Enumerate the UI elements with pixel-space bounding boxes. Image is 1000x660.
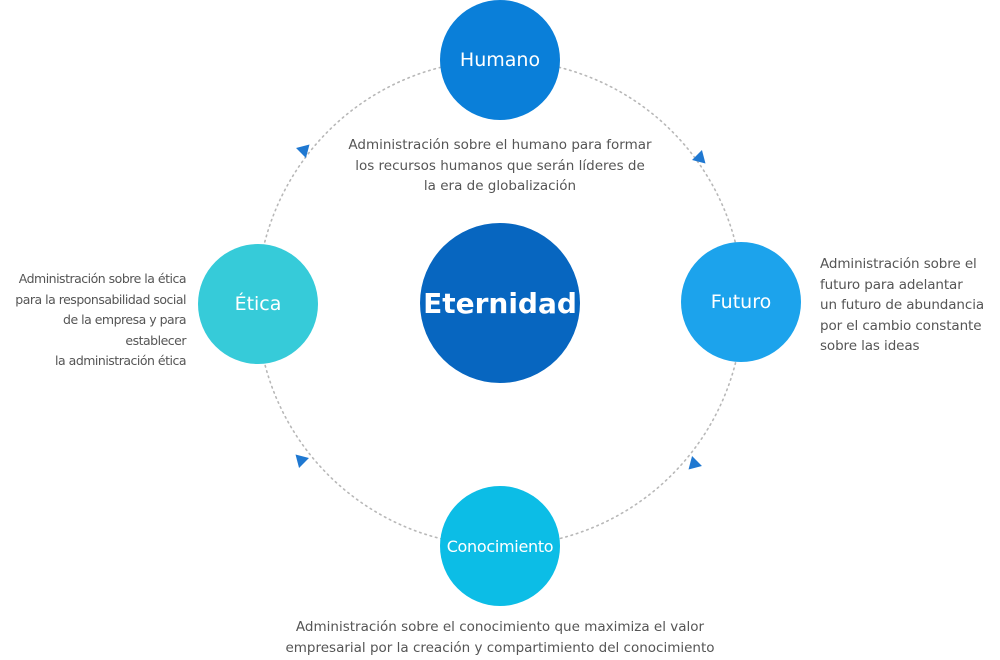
center-node-eternidad: Eternidad [420, 223, 580, 383]
node-futuro-label: Futuro [710, 291, 772, 313]
cycle-arrow-top-left [296, 144, 310, 158]
cycle-arrow-top-right [692, 150, 706, 164]
node-conocimiento: Conocimiento [440, 486, 560, 606]
node-etica: Ética [198, 244, 318, 364]
cycle-arrow-bottom-left [295, 454, 309, 468]
center-node-label: Eternidad [423, 286, 577, 320]
node-futuro: Futuro [681, 242, 801, 362]
cycle-arrow-bottom-right [688, 456, 702, 470]
description-conocimiento: Administración sobre el conocimiento que… [285, 619, 715, 656]
description-humano: Administración sobre el humano para form… [348, 137, 652, 194]
node-etica-label: Ética [234, 293, 282, 315]
node-humano: Humano [440, 0, 560, 120]
node-conocimiento-label: Conocimiento [446, 536, 554, 556]
node-humano-label: Humano [459, 49, 541, 71]
description-etica: Administración sobre la ética para la re… [15, 271, 186, 368]
description-futuro: Administración sobre el futuro para adel… [820, 256, 985, 354]
